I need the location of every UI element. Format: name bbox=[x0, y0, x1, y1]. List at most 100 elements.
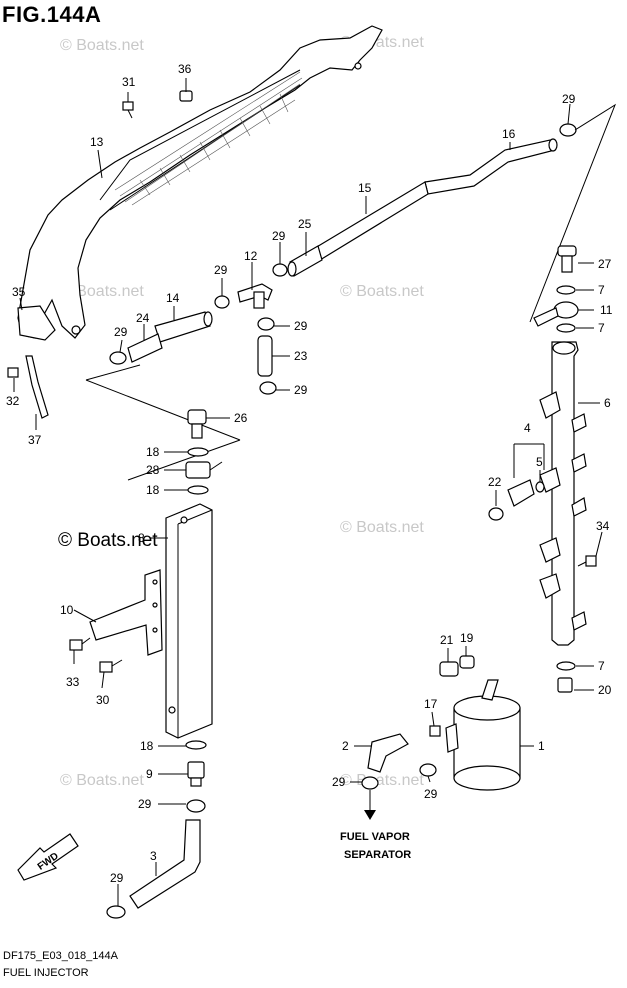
part-17-bolt bbox=[429, 725, 441, 737]
part-18-washer bbox=[185, 447, 209, 750]
callout: 26 bbox=[234, 411, 248, 425]
callout: 13 bbox=[90, 135, 104, 149]
callout: 4 bbox=[524, 421, 531, 435]
callout: 7 bbox=[598, 659, 605, 673]
callout: 14 bbox=[166, 291, 180, 305]
callout: 2 bbox=[342, 739, 349, 753]
figure-name: FUEL INJECTOR bbox=[3, 967, 89, 979]
callout: 33 bbox=[66, 675, 80, 689]
part-25-hose bbox=[287, 245, 323, 277]
part-15-hose bbox=[314, 181, 429, 261]
callout: 7 bbox=[598, 321, 605, 335]
callout: 29 bbox=[294, 383, 308, 397]
part-7-washer bbox=[556, 285, 576, 671]
clamps bbox=[106, 123, 577, 919]
callout: 24 bbox=[136, 311, 150, 325]
callout: 11 bbox=[600, 303, 613, 317]
clamp bbox=[559, 123, 577, 137]
callout: 10 bbox=[60, 603, 74, 617]
callout: 18 bbox=[146, 483, 160, 497]
watermark: © Boats.net bbox=[340, 772, 424, 789]
part-8-rail bbox=[165, 503, 213, 739]
callout: 21 bbox=[440, 633, 454, 647]
clamp bbox=[419, 763, 437, 777]
callout: 30 bbox=[96, 693, 110, 707]
callout: 37 bbox=[28, 433, 42, 447]
clamp bbox=[259, 381, 277, 395]
part-36-nut bbox=[179, 90, 193, 102]
callout: 25 bbox=[298, 217, 312, 231]
clamp bbox=[106, 905, 126, 919]
watermark: © Boats.net bbox=[60, 772, 144, 789]
callout: 15 bbox=[358, 181, 372, 195]
callout: 1 bbox=[538, 739, 545, 753]
callout: 28 bbox=[146, 463, 160, 477]
part-9-fitting bbox=[187, 761, 205, 787]
part-31-bolt bbox=[122, 101, 134, 119]
callout: 34 bbox=[596, 519, 610, 533]
figure-code: DF175_E03_018_144A bbox=[3, 950, 118, 962]
callout: 36 bbox=[178, 62, 192, 76]
callout: 32 bbox=[6, 394, 20, 408]
part-22-seal bbox=[488, 507, 504, 521]
part-37-stay bbox=[25, 355, 49, 419]
part-28-fitting bbox=[185, 461, 223, 479]
clamp bbox=[186, 799, 206, 813]
callout: 9 bbox=[146, 767, 153, 781]
fwd-arrow-icon: FWD bbox=[17, 833, 79, 881]
part-30-bolt bbox=[99, 659, 123, 673]
note-line-2: SEPARATOR bbox=[344, 849, 411, 861]
callout: 29 bbox=[138, 797, 152, 811]
callout: 27 bbox=[598, 257, 612, 271]
callout: 35 bbox=[12, 285, 26, 299]
part-27-bolt bbox=[557, 245, 577, 273]
callout: 20 bbox=[598, 683, 612, 697]
watermark-dark: © Boats.net bbox=[58, 530, 158, 551]
callout: 8 bbox=[138, 531, 145, 545]
separator-arrow-icon bbox=[364, 790, 376, 820]
part-33-bolt bbox=[69, 637, 91, 651]
callout: 29 bbox=[214, 263, 228, 277]
clamp bbox=[361, 776, 379, 790]
callout: 29 bbox=[332, 775, 346, 789]
note-line-1: FUEL VAPOR bbox=[340, 831, 410, 843]
part-3-hose bbox=[129, 819, 201, 909]
part-34-bolt bbox=[577, 555, 597, 567]
part-6-rail bbox=[539, 341, 587, 646]
callout: 18 bbox=[146, 445, 160, 459]
part-4-injector bbox=[507, 443, 545, 507]
clamp bbox=[272, 263, 288, 277]
callout: 29 bbox=[110, 871, 124, 885]
part-21-nut bbox=[439, 661, 459, 677]
part-12-joint bbox=[237, 283, 273, 309]
part-13-cover bbox=[17, 25, 383, 339]
clamp bbox=[214, 295, 230, 309]
watermark: © Boats.net bbox=[340, 519, 424, 536]
callout: 22 bbox=[488, 475, 502, 489]
part-1-separator bbox=[445, 679, 521, 791]
callout: 19 bbox=[460, 631, 474, 645]
callout: 6 bbox=[604, 396, 611, 410]
callout: 12 bbox=[244, 249, 258, 263]
watermark: © Boats.net bbox=[60, 37, 144, 54]
callout: 29 bbox=[294, 319, 308, 333]
part-19-nut bbox=[459, 655, 475, 669]
part-32-bolt bbox=[7, 367, 19, 378]
part-24-hose bbox=[127, 333, 163, 363]
callout: 16 bbox=[502, 127, 516, 141]
part-23-hose bbox=[257, 335, 273, 377]
callout: 17 bbox=[424, 697, 438, 711]
part-26-bolt bbox=[187, 409, 207, 439]
watermark: © Boats.net bbox=[60, 283, 144, 300]
part-35-bracket bbox=[17, 305, 56, 341]
callout-numbers: 31 36 13 29 16 15 25 29 12 29 27 7 11 7 … bbox=[6, 62, 613, 885]
part-14-hose bbox=[154, 311, 213, 343]
callout: 5 bbox=[536, 455, 543, 469]
part-10-bracket bbox=[89, 569, 163, 656]
figure-title: FIG.144A bbox=[2, 2, 102, 27]
callout: 29 bbox=[562, 92, 576, 106]
callout: 29 bbox=[272, 229, 286, 243]
watermark: © Boats.net bbox=[340, 283, 424, 300]
callout: 7 bbox=[598, 283, 605, 297]
